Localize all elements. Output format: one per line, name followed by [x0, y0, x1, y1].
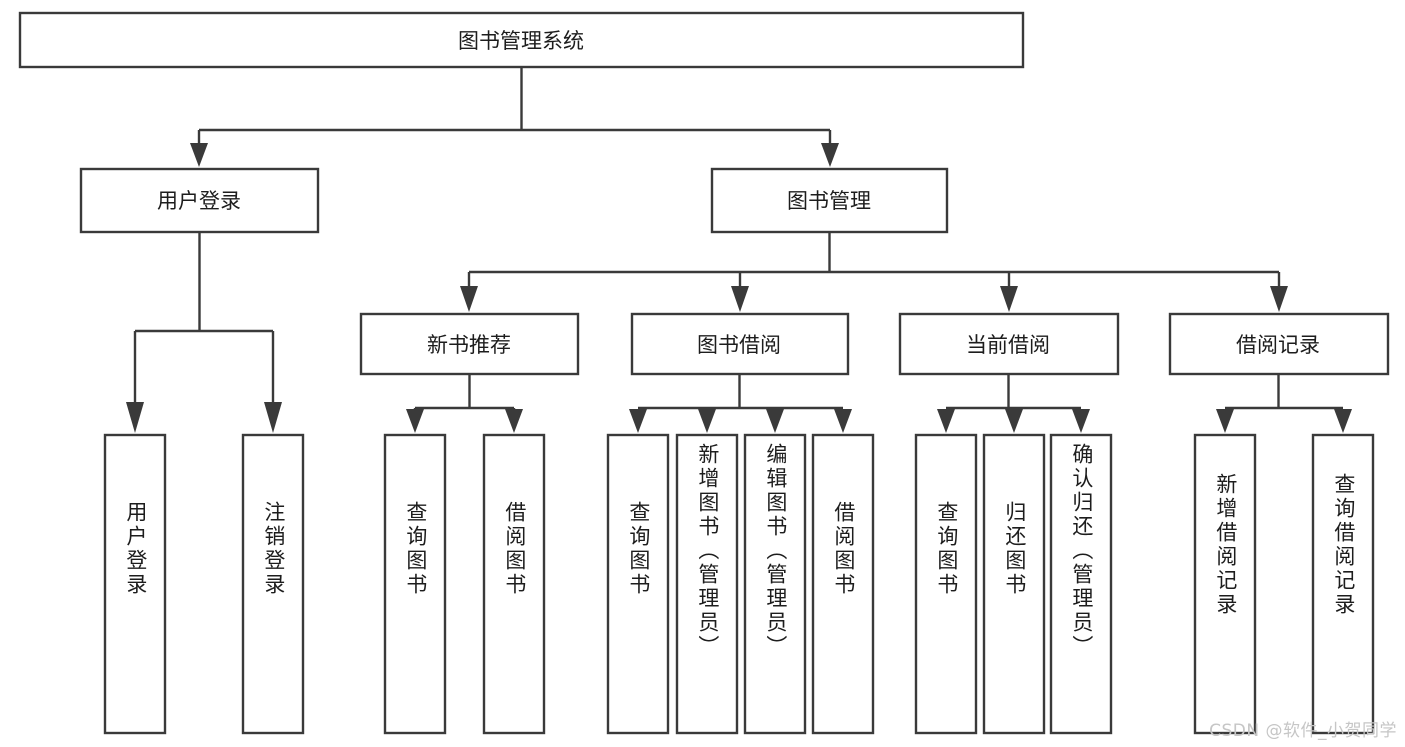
arrow-head-leaf-add-record: [1216, 409, 1234, 433]
arrow-head-leaf-confirm-return: [1072, 409, 1090, 433]
watermark: CSDN @软件_小贺同学: [1209, 721, 1397, 741]
leaf-box-logout[interactable]: [241, 433, 305, 735]
node-root-label: 图书管理系统: [458, 29, 584, 53]
node-new-book-rec-box[interactable]: [359, 312, 580, 376]
leaf-box-query-book-3[interactable]: [914, 433, 978, 735]
node-book-mgmt[interactable]: 图书管理: [710, 167, 949, 234]
leaf-box-query-record[interactable]: [1311, 433, 1375, 735]
arrow-head-user-login: [190, 143, 208, 167]
leaf-box-borrow-book-1[interactable]: [482, 433, 546, 735]
arrow-head-new-book-rec: [460, 286, 478, 312]
node-book-mgmt-label: 图书管理: [787, 189, 871, 213]
arrow-head-leaf-logout: [264, 402, 282, 433]
node-root[interactable]: 图书管理系统: [18, 11, 1025, 69]
arrow-head-leaf-user-login: [126, 402, 144, 433]
node-current-borrow-box[interactable]: [898, 312, 1120, 376]
leaf-box-add-book[interactable]: [675, 433, 739, 735]
node-book-borrow[interactable]: 图书借阅: [630, 312, 850, 376]
arrow-head-leaf-add-book: [698, 409, 716, 433]
node-book-borrow-box[interactable]: [630, 312, 850, 376]
leaf-box-add-record[interactable]: [1193, 433, 1257, 735]
arrow-head-book-borrow: [731, 286, 749, 312]
node-user-login[interactable]: 用户登录: [79, 167, 320, 234]
arrow-head-leaf-query-book-1: [406, 409, 424, 433]
leaf-box-layer: [103, 433, 1375, 735]
arrow-head-leaf-borrow-book-1: [505, 409, 523, 433]
arrow-head-book-mgmt: [821, 143, 839, 167]
arrow-head-leaf-query-book-2: [629, 409, 647, 433]
node-new-book-rec-label: 新书推荐: [427, 333, 511, 357]
arrow-head-leaf-borrow-book-2: [834, 409, 852, 433]
node-root-box[interactable]: [18, 11, 1025, 69]
leaf-box-return-book[interactable]: [982, 433, 1046, 735]
leaf-box-query-book-2[interactable]: [606, 433, 670, 735]
connector-layer: [126, 67, 1352, 433]
node-borrow-record-box[interactable]: [1168, 312, 1390, 376]
arrow-head-leaf-query-record: [1334, 409, 1352, 433]
node-book-mgmt-box[interactable]: [710, 167, 949, 234]
node-user-login-label: 用户登录: [157, 189, 241, 213]
node-new-book-rec[interactable]: 新书推荐: [359, 312, 580, 376]
leaf-box-user-login[interactable]: [103, 433, 167, 735]
node-borrow-record-label: 借阅记录: [1236, 333, 1320, 357]
leaf-box-query-book-1[interactable]: [383, 433, 447, 735]
leaf-box-confirm-return[interactable]: [1049, 433, 1113, 735]
arrow-head-leaf-edit-book: [766, 409, 784, 433]
arrow-head-leaf-query-book-3: [937, 409, 955, 433]
node-borrow-record[interactable]: 借阅记录: [1168, 312, 1390, 376]
arrow-head-borrow-record: [1270, 286, 1288, 312]
arrow-head-current-borrow: [1000, 286, 1018, 312]
node-book-borrow-label: 图书借阅: [697, 333, 781, 357]
arrow-head-leaf-return-book: [1005, 409, 1023, 433]
leaf-box-borrow-book-2[interactable]: [811, 433, 875, 735]
node-current-borrow[interactable]: 当前借阅: [898, 312, 1120, 376]
node-user-login-box[interactable]: [79, 167, 320, 234]
node-current-borrow-label: 当前借阅: [966, 333, 1050, 357]
leaf-box-edit-book[interactable]: [743, 433, 807, 735]
